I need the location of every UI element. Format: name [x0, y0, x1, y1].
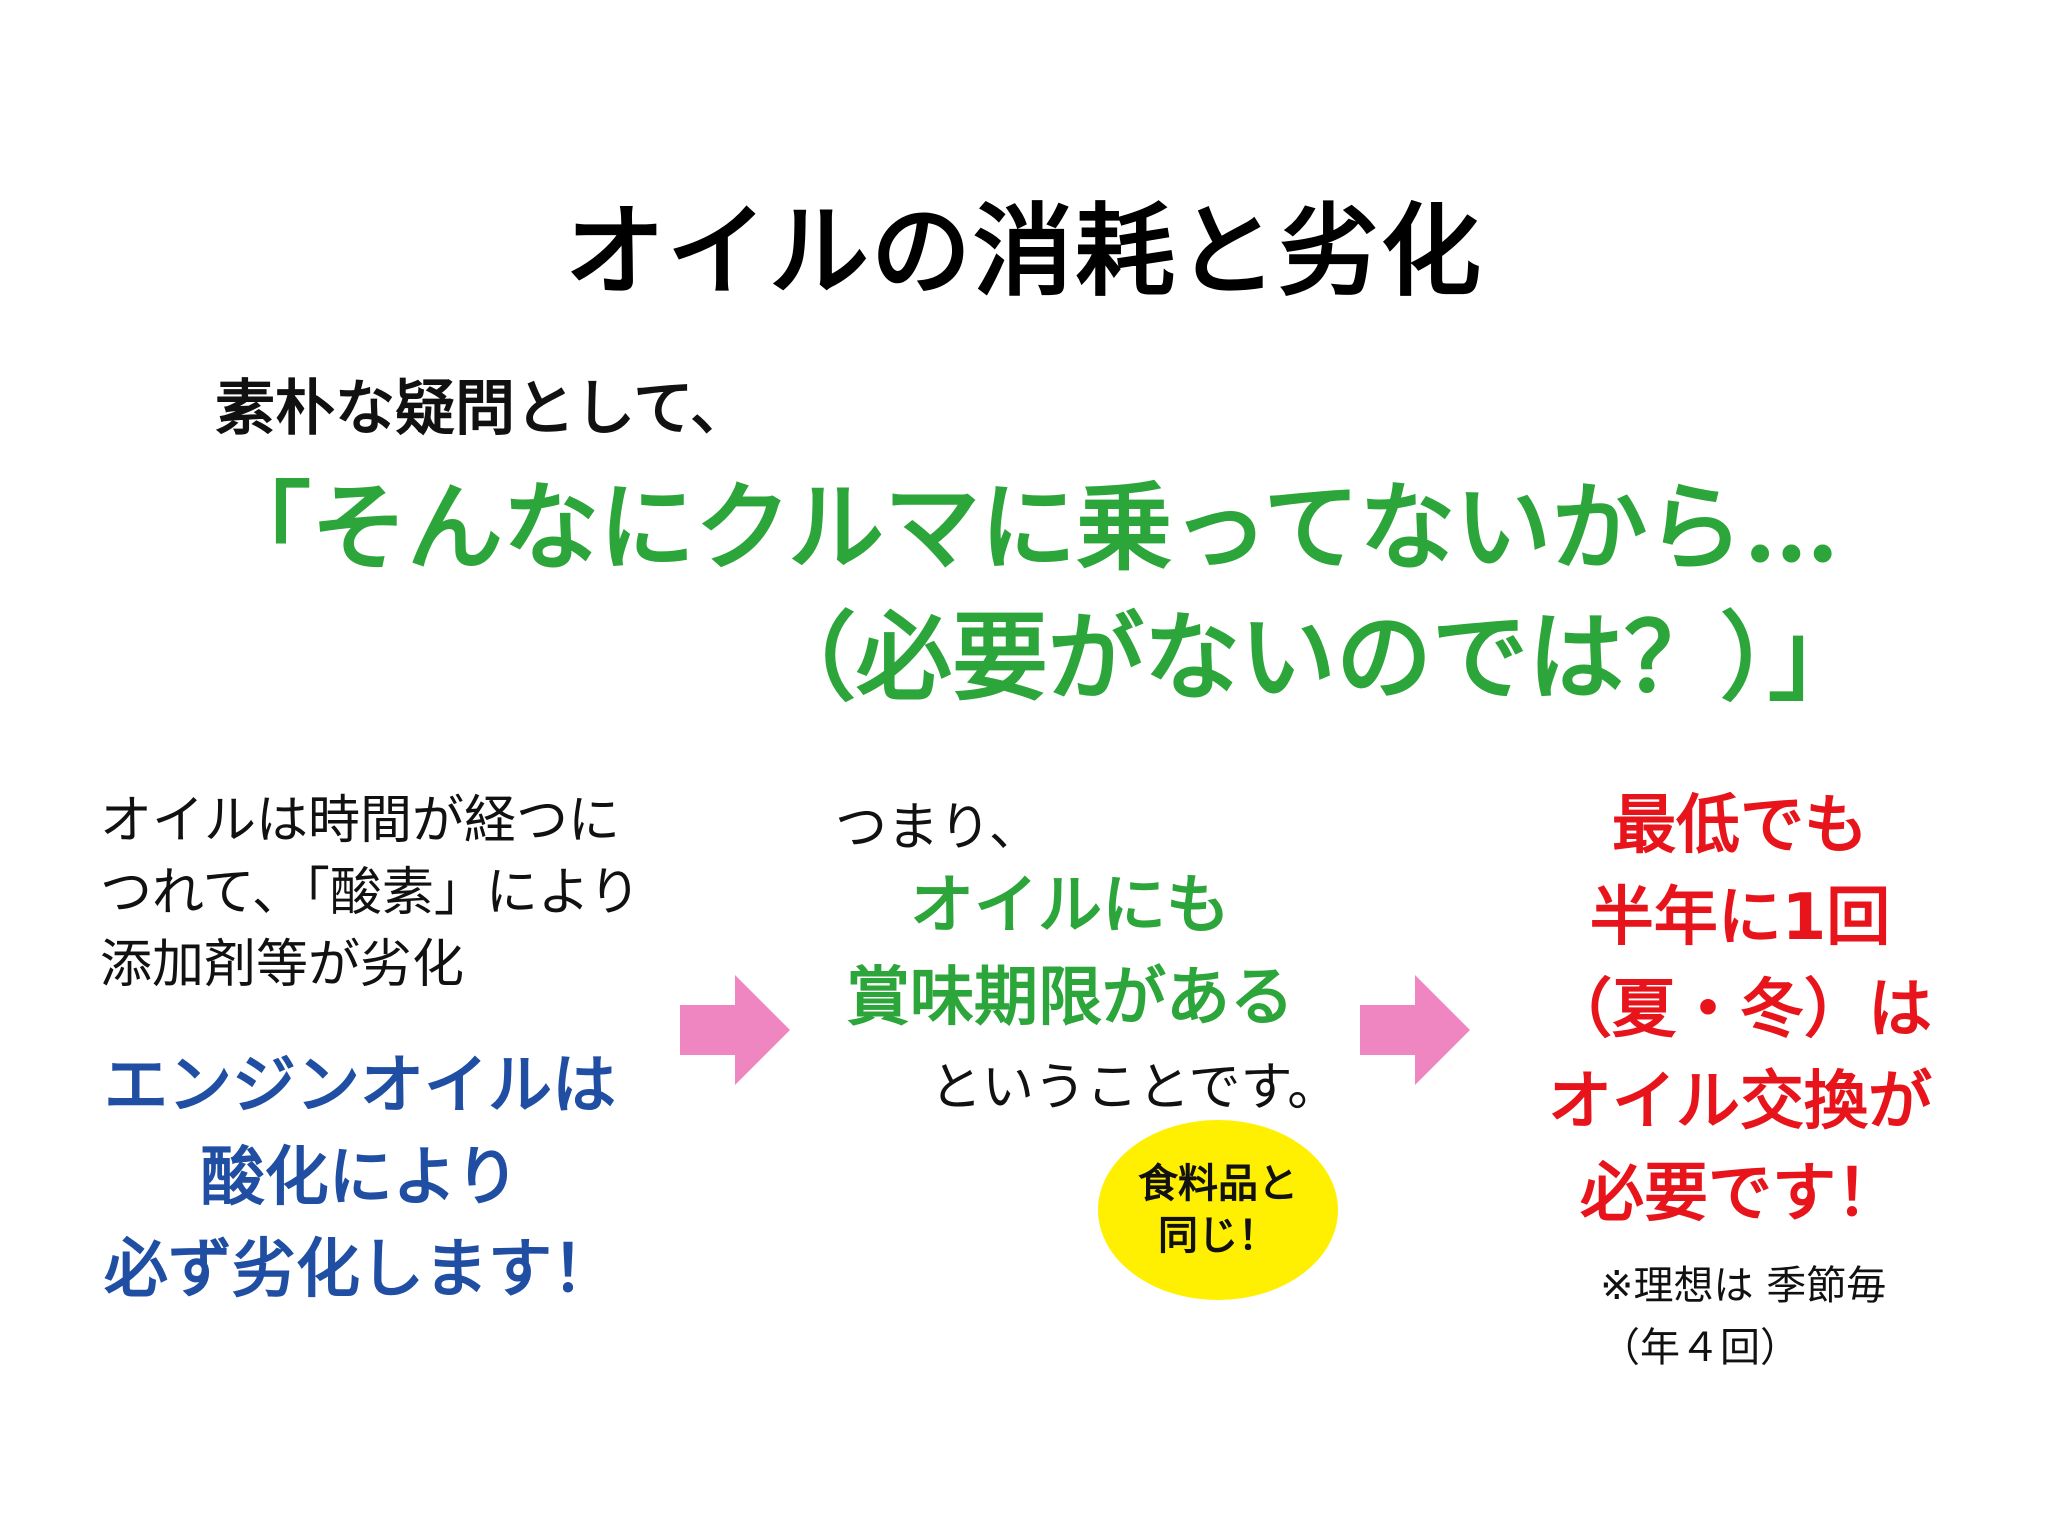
food-badge: 食料品と 同じ！	[1098, 1120, 1338, 1300]
right-conclusion-line: 必要です！	[1580, 1157, 1900, 1231]
right-conclusion-line: （夏・冬）は	[1548, 973, 1932, 1047]
middle-intro: つまり、	[835, 798, 1041, 858]
left-explanation-line: つれて、「酸素」により	[100, 863, 641, 923]
right-conclusion-line: オイル交換が	[1548, 1065, 1932, 1139]
ideal-note-line: （年４回）	[1600, 1325, 1800, 1371]
left-conclusion-line: エンジンオイルは	[104, 1049, 616, 1123]
middle-tail: ということです。	[930, 1058, 1340, 1118]
food-badge-line: 同じ！	[1158, 1213, 1278, 1259]
left-explanation-line: 添加剤等が劣化	[100, 935, 465, 995]
page-title: オイルの消耗と劣化	[565, 193, 1483, 310]
ideal-note: ※理想は 季節毎 （年４回）	[1600, 1255, 1886, 1379]
left-conclusion: エンジンオイルは 酸化により 必ず劣化します！	[80, 1040, 640, 1316]
middle-conclusion: オイルにも 賞味期限がある	[820, 860, 1320, 1044]
left-explanation-line: オイルは時間が経つに	[100, 791, 621, 851]
middle-conclusion-line: オイルにも	[910, 869, 1230, 943]
food-badge-line: 食料品と	[1138, 1161, 1298, 1207]
quote-line-2: （必要がないのでは？）」	[760, 601, 1864, 714]
lead-text: 素朴な疑問として、	[215, 374, 751, 444]
right-conclusion-line: 半年に1回	[1589, 881, 1891, 955]
right-arrow-icon	[680, 975, 790, 1085]
quote-line-1: 「そんなにクルマに乗ってないから…	[215, 471, 1840, 584]
left-conclusion-line: 酸化により	[200, 1141, 520, 1215]
right-conclusion-line: 最低でも	[1612, 789, 1868, 863]
ideal-note-line: ※理想は 季節毎	[1600, 1263, 1887, 1309]
right-arrow-icon	[1360, 975, 1470, 1085]
left-explanation: オイルは時間が経つに つれて、「酸素」により 添加剤等が劣化	[100, 785, 660, 1001]
right-conclusion: 最低でも 半年に1回 （夏・冬）は オイル交換が 必要です！	[1500, 780, 1980, 1240]
middle-conclusion-line: 賞味期限がある	[846, 961, 1294, 1035]
left-conclusion-line: 必ず劣化します！	[104, 1233, 616, 1307]
